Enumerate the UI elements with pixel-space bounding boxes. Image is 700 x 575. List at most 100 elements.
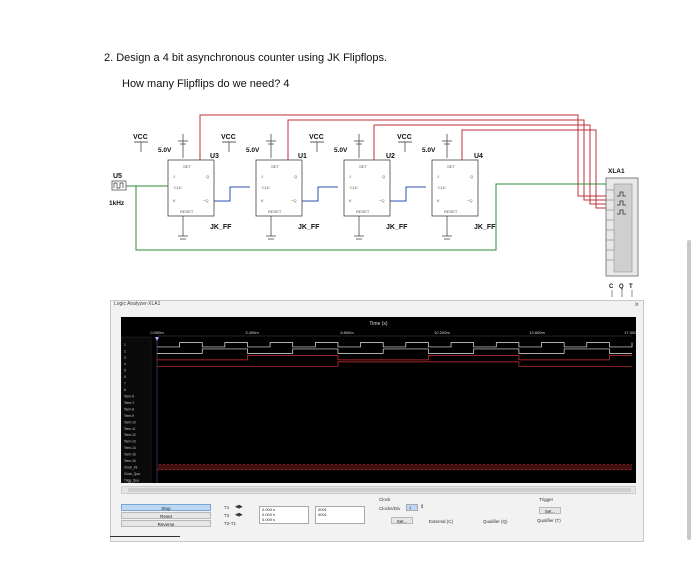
external-label: External (C) bbox=[429, 519, 454, 524]
svg-text:~Q: ~Q bbox=[467, 198, 472, 203]
t2-time: 0.000 s bbox=[262, 512, 276, 517]
ff-type-label: JK_FF bbox=[210, 224, 232, 231]
channel-label: 6 bbox=[124, 375, 126, 379]
waveform-trace bbox=[157, 355, 632, 361]
svg-text:K: K bbox=[261, 198, 264, 203]
channel-label: 5 bbox=[124, 369, 126, 373]
t2t1-label: T2-T1 bbox=[224, 521, 237, 526]
close-icon[interactable]: × bbox=[634, 300, 639, 309]
channel-label: Clock_Int bbox=[124, 465, 137, 469]
svg-text:CLK: CLK bbox=[350, 185, 358, 190]
ff-body bbox=[255, 159, 303, 217]
clocks-div-label: Clocks/Div bbox=[379, 506, 401, 511]
question-answer: How many Flipflips do we need? 4 bbox=[122, 78, 290, 90]
clock-set-button[interactable]: Set... bbox=[391, 517, 413, 524]
waveform-trace bbox=[157, 361, 632, 367]
trigger-group-label: Trigger bbox=[539, 497, 554, 502]
channel-label: 4 bbox=[124, 362, 126, 366]
clock-wire bbox=[126, 183, 612, 251]
ff-ref-label: U2 bbox=[386, 153, 395, 160]
svg-text:~Q: ~Q bbox=[203, 198, 208, 203]
svg-text:SET: SET bbox=[183, 164, 191, 169]
channel-label: Term-15 bbox=[124, 453, 136, 457]
cursor-value-box: 0001 0001 bbox=[315, 506, 365, 524]
t1-value: 0001 bbox=[318, 507, 327, 512]
t2-value: 0001 bbox=[318, 512, 327, 517]
time-tick-label: 0.000m bbox=[150, 330, 164, 335]
clock-trace bbox=[157, 464, 632, 470]
channel-label: Term-14 bbox=[124, 446, 136, 450]
spinner-icon[interactable]: ⇕ bbox=[420, 504, 425, 510]
reset-button[interactable]: Reset bbox=[121, 512, 211, 519]
svg-text:K: K bbox=[437, 198, 440, 203]
analyzer-pin-t: T bbox=[629, 284, 633, 290]
vcc-label: VCC bbox=[309, 134, 324, 141]
channel-label: Clock_Qua bbox=[124, 472, 140, 476]
clocks-div-input[interactable]: 1 bbox=[406, 504, 418, 511]
time-tick-label: 3.400m bbox=[245, 330, 259, 335]
svg-text:RESET: RESET bbox=[444, 209, 458, 214]
voltage-label: 5.0V bbox=[158, 147, 172, 154]
svg-text:J: J bbox=[261, 174, 263, 179]
ff-ref-label: U3 bbox=[210, 153, 219, 160]
ff-ref-label: U1 bbox=[298, 153, 307, 160]
time-tick-label: 10.200m bbox=[434, 330, 450, 335]
svg-text:K: K bbox=[173, 198, 176, 203]
t2-arrows-icon[interactable]: ◀▶ bbox=[235, 512, 243, 518]
ff-body bbox=[343, 159, 391, 217]
ff-body bbox=[431, 159, 479, 217]
t1-arrows-icon[interactable]: ◀▶ bbox=[235, 504, 243, 510]
trigger-set-button[interactable]: Set... bbox=[539, 507, 561, 514]
t2t1-time: 0.000 s bbox=[262, 517, 276, 522]
svg-text:SET: SET bbox=[447, 164, 455, 169]
channel-label: 3 bbox=[124, 356, 126, 360]
channel-label: 2 bbox=[124, 349, 126, 353]
svg-text:CLK: CLK bbox=[438, 185, 446, 190]
svg-text:~Q: ~Q bbox=[291, 198, 296, 203]
clock-ref: U5 bbox=[113, 173, 122, 180]
vcc-label: VCC bbox=[133, 134, 148, 141]
svg-text:Q: Q bbox=[206, 174, 209, 179]
channel-label: Term-11 bbox=[124, 427, 136, 431]
time-tick-label: 6.800m bbox=[340, 330, 354, 335]
clock-freq: 1kHz bbox=[109, 200, 125, 207]
voltage-label: 5.0V bbox=[246, 147, 260, 154]
channel-label: Trigg_Qua bbox=[124, 478, 139, 482]
ff-type-label: JK_FF bbox=[386, 224, 408, 231]
question-title: 2. Design a 4 bit asynchronous counter u… bbox=[104, 52, 388, 64]
channel-label: 8 bbox=[124, 388, 126, 392]
q-output-wires bbox=[199, 114, 612, 209]
analyzer-pin-c: C bbox=[609, 284, 614, 290]
analyzer-ref: XLA1 bbox=[608, 168, 625, 175]
clock-source-icon bbox=[111, 180, 127, 191]
voltage-label: 5.0V bbox=[422, 147, 436, 154]
waveform-trace bbox=[157, 342, 633, 348]
svg-text:J: J bbox=[437, 174, 439, 179]
t1-label: T1 bbox=[224, 505, 230, 510]
horizontal-scrollbar[interactable] bbox=[121, 486, 636, 494]
ff-type-label: JK_FF bbox=[298, 224, 320, 231]
svg-text:CLK: CLK bbox=[174, 185, 182, 190]
svg-text:RESET: RESET bbox=[180, 209, 194, 214]
svg-text:SET: SET bbox=[271, 164, 279, 169]
svg-text:~Q: ~Q bbox=[379, 198, 384, 203]
stop-button[interactable]: Stop bbox=[121, 504, 211, 511]
ff-body bbox=[167, 159, 215, 217]
page-scrollbar[interactable] bbox=[687, 240, 691, 540]
analyzer-pin-q: Q bbox=[619, 284, 624, 290]
ff-type-label: JK_FF bbox=[474, 224, 496, 231]
channel-label: Term-10 bbox=[124, 420, 136, 424]
channel-label: Term-9 bbox=[124, 414, 134, 418]
reverse-button[interactable]: Reverse bbox=[121, 520, 211, 527]
svg-text:Q: Q bbox=[382, 174, 385, 179]
svg-text:RESET: RESET bbox=[356, 209, 370, 214]
svg-text:RESET: RESET bbox=[268, 209, 282, 214]
qn-link-wires bbox=[210, 186, 426, 202]
t2-label: T2 bbox=[224, 513, 230, 518]
svg-text:K: K bbox=[349, 198, 352, 203]
